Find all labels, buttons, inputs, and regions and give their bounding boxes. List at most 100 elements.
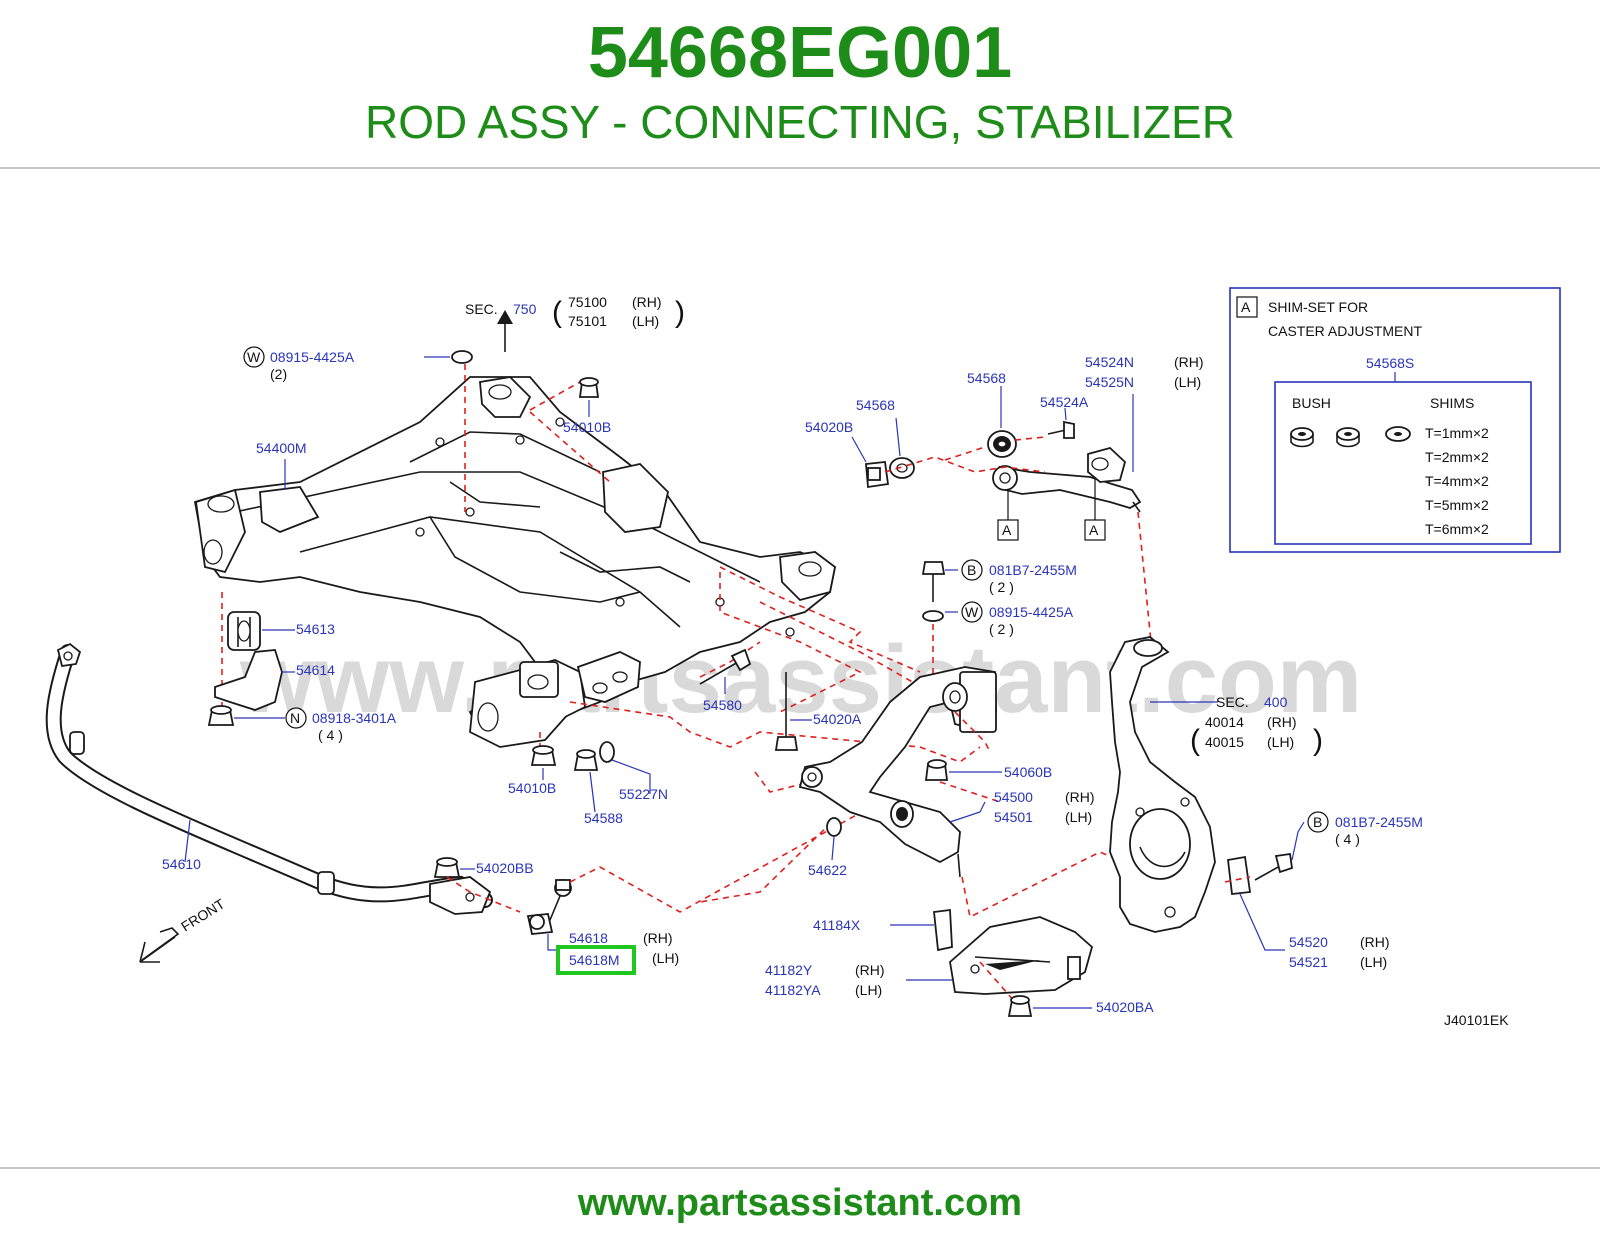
sec-prefix-top: SEC. — [465, 301, 498, 317]
w-marker-icon — [243, 346, 265, 368]
diagram-svg: www.partsassistant.com — [45, 287, 1561, 1028]
callout-54020A[interactable]: 54020A — [813, 711, 862, 727]
legend-thickness-2: T=2mm×2 — [1425, 449, 1489, 465]
assembly-line — [939, 781, 1001, 803]
assembly-line — [446, 876, 521, 913]
callout-54520[interactable]: 54520 — [1289, 934, 1328, 950]
callout-54568-top[interactable]: 54568 — [967, 370, 1006, 386]
connecting-rod-54618 — [526, 879, 572, 935]
callout-54610[interactable]: 54610 — [162, 856, 201, 872]
callout-41184X[interactable]: 41184X — [813, 917, 861, 933]
callout-54500[interactable]: 54500 — [994, 789, 1033, 805]
callout-54580[interactable]: 54580 — [703, 697, 742, 713]
shim-set-legend: A SHIM-SET FOR CASTER ADJUSTMENT 54568S … — [1229, 287, 1561, 553]
assembly-line — [699, 641, 761, 678]
callout-54618[interactable]: 54618 — [569, 930, 608, 946]
washer-icon — [826, 817, 842, 837]
diagram-code: J40101EK — [1444, 1012, 1509, 1028]
callout-54614[interactable]: 54614 — [296, 662, 335, 678]
marker-a-box — [997, 519, 1019, 541]
assembly-line — [569, 701, 981, 763]
lower-arm-lh-tag: (LH) — [1065, 809, 1092, 825]
legend-thickness-5: T=6mm×2 — [1425, 521, 1489, 537]
lower-arm-rh-tag: (RH) — [1065, 789, 1095, 805]
callout-54568-left[interactable]: 54568 — [856, 397, 895, 413]
sec750-rh-tag: (RH) — [632, 294, 662, 310]
w-marker-icon — [961, 601, 983, 623]
callout-081B7-2455M-mid[interactable]: 081B7-2455M — [989, 562, 1077, 578]
upper-arm-54524N — [992, 446, 1142, 513]
arm-rh-tag: (RH) — [1174, 354, 1204, 370]
callout-54400M[interactable]: 54400M — [256, 440, 307, 456]
knuckle-lh-tag: (LH) — [1360, 954, 1387, 970]
assembly-line — [1224, 876, 1251, 883]
callout-54622[interactable]: 54622 — [808, 862, 847, 878]
callout-54618M[interactable]: 54618M — [569, 952, 620, 968]
assembly-line — [961, 851, 1136, 919]
callout-54521[interactable]: 54521 — [1289, 954, 1328, 970]
sec-number-right: 400 — [1264, 694, 1288, 710]
sec-prefix-right: SEC. — [1216, 694, 1249, 710]
bracket-41182Y — [933, 908, 1094, 995]
callout-41182Y[interactable]: 41182Y — [765, 962, 813, 978]
assembly-line — [944, 436, 1046, 461]
callout-08915-4425A[interactable]: 08915-4425A — [270, 349, 355, 365]
bracket-close: ) — [675, 296, 685, 329]
marker-n: N — [290, 710, 300, 726]
callout-08915-4425A-mid[interactable]: 08915-4425A — [989, 604, 1074, 620]
callout-54613[interactable]: 54613 — [296, 621, 335, 637]
callout-54020B[interactable]: 54020B — [805, 419, 853, 435]
steering-knuckle — [1109, 636, 1252, 933]
legend-bush-label: BUSH — [1292, 395, 1331, 411]
callout-54020BB[interactable]: 54020BB — [476, 860, 534, 876]
front-label: FRONT — [178, 895, 228, 934]
callout-08918-3401A[interactable]: 08918-3401A — [312, 710, 397, 726]
sec750-lh-part: 75101 — [568, 313, 607, 329]
callout-55227N[interactable]: 55227N — [619, 786, 668, 802]
bracket-close: ) — [1313, 724, 1323, 757]
sec-number-top: 750 — [513, 301, 537, 317]
assembly-line — [719, 572, 862, 713]
callout-54524N[interactable]: 54524N — [1085, 354, 1134, 370]
parts-diagram: www.partsassistant.com — [0, 172, 1600, 1167]
callout-54501[interactable]: 54501 — [994, 809, 1033, 825]
assembly-line — [719, 566, 921, 673]
bushing-54613 — [227, 611, 261, 651]
callout-54010B-bottom[interactable]: 54010B — [508, 780, 556, 796]
arm-lh-tag: (LH) — [1174, 374, 1201, 390]
assembly-line — [954, 711, 991, 753]
washer-icon — [451, 350, 473, 364]
callout-54010B-top[interactable]: 54010B — [563, 419, 611, 435]
washer-icon — [922, 610, 944, 622]
callout-54525N[interactable]: 54525N — [1085, 374, 1134, 390]
assembly-line — [529, 411, 611, 483]
marker-b: B — [967, 562, 976, 578]
callout-081B7-2455M-right[interactable]: 081B7-2455M — [1335, 814, 1423, 830]
sec400-rh-tag: (RH) — [1267, 714, 1297, 730]
assembly-line — [699, 821, 833, 903]
n-marker-icon — [285, 707, 307, 729]
legend-marker: A — [1241, 299, 1251, 315]
callout-54060B[interactable]: 54060B — [1004, 764, 1052, 780]
page-header: 54668EG001 ROD ASSY - CONNECTING, STABIL… — [0, 0, 1600, 170]
sec400-lh-part: 40015 — [1205, 734, 1244, 750]
callout-54588[interactable]: 54588 — [584, 810, 623, 826]
lower-arm-54500 — [798, 666, 997, 878]
sec750-rh-part: 75100 — [568, 294, 607, 310]
watermark-text: www.partsassistant.com — [239, 626, 1362, 733]
callout-54020BA[interactable]: 54020BA — [1096, 999, 1154, 1015]
legend-part-number[interactable]: 54568S — [1366, 355, 1414, 371]
callout-qty: ( 2 ) — [989, 579, 1014, 595]
highlight-box — [556, 945, 636, 975]
assembly-line — [1137, 511, 1153, 653]
marker-a-left: A — [1002, 522, 1012, 538]
bolt-54524A — [1047, 429, 1067, 435]
callout-qty: ( 4 ) — [1335, 831, 1360, 847]
header-divider — [0, 167, 1600, 169]
part-number-title: 54668EG001 — [587, 13, 1013, 93]
footer-url-link[interactable]: www.partsassistant.com — [577, 1182, 1023, 1224]
callout-54524A[interactable]: 54524A — [1040, 394, 1089, 410]
callout-41182YA[interactable]: 41182YA — [765, 982, 821, 998]
callout-qty: (2) — [270, 366, 287, 382]
callout-qty: ( 4 ) — [318, 727, 343, 743]
